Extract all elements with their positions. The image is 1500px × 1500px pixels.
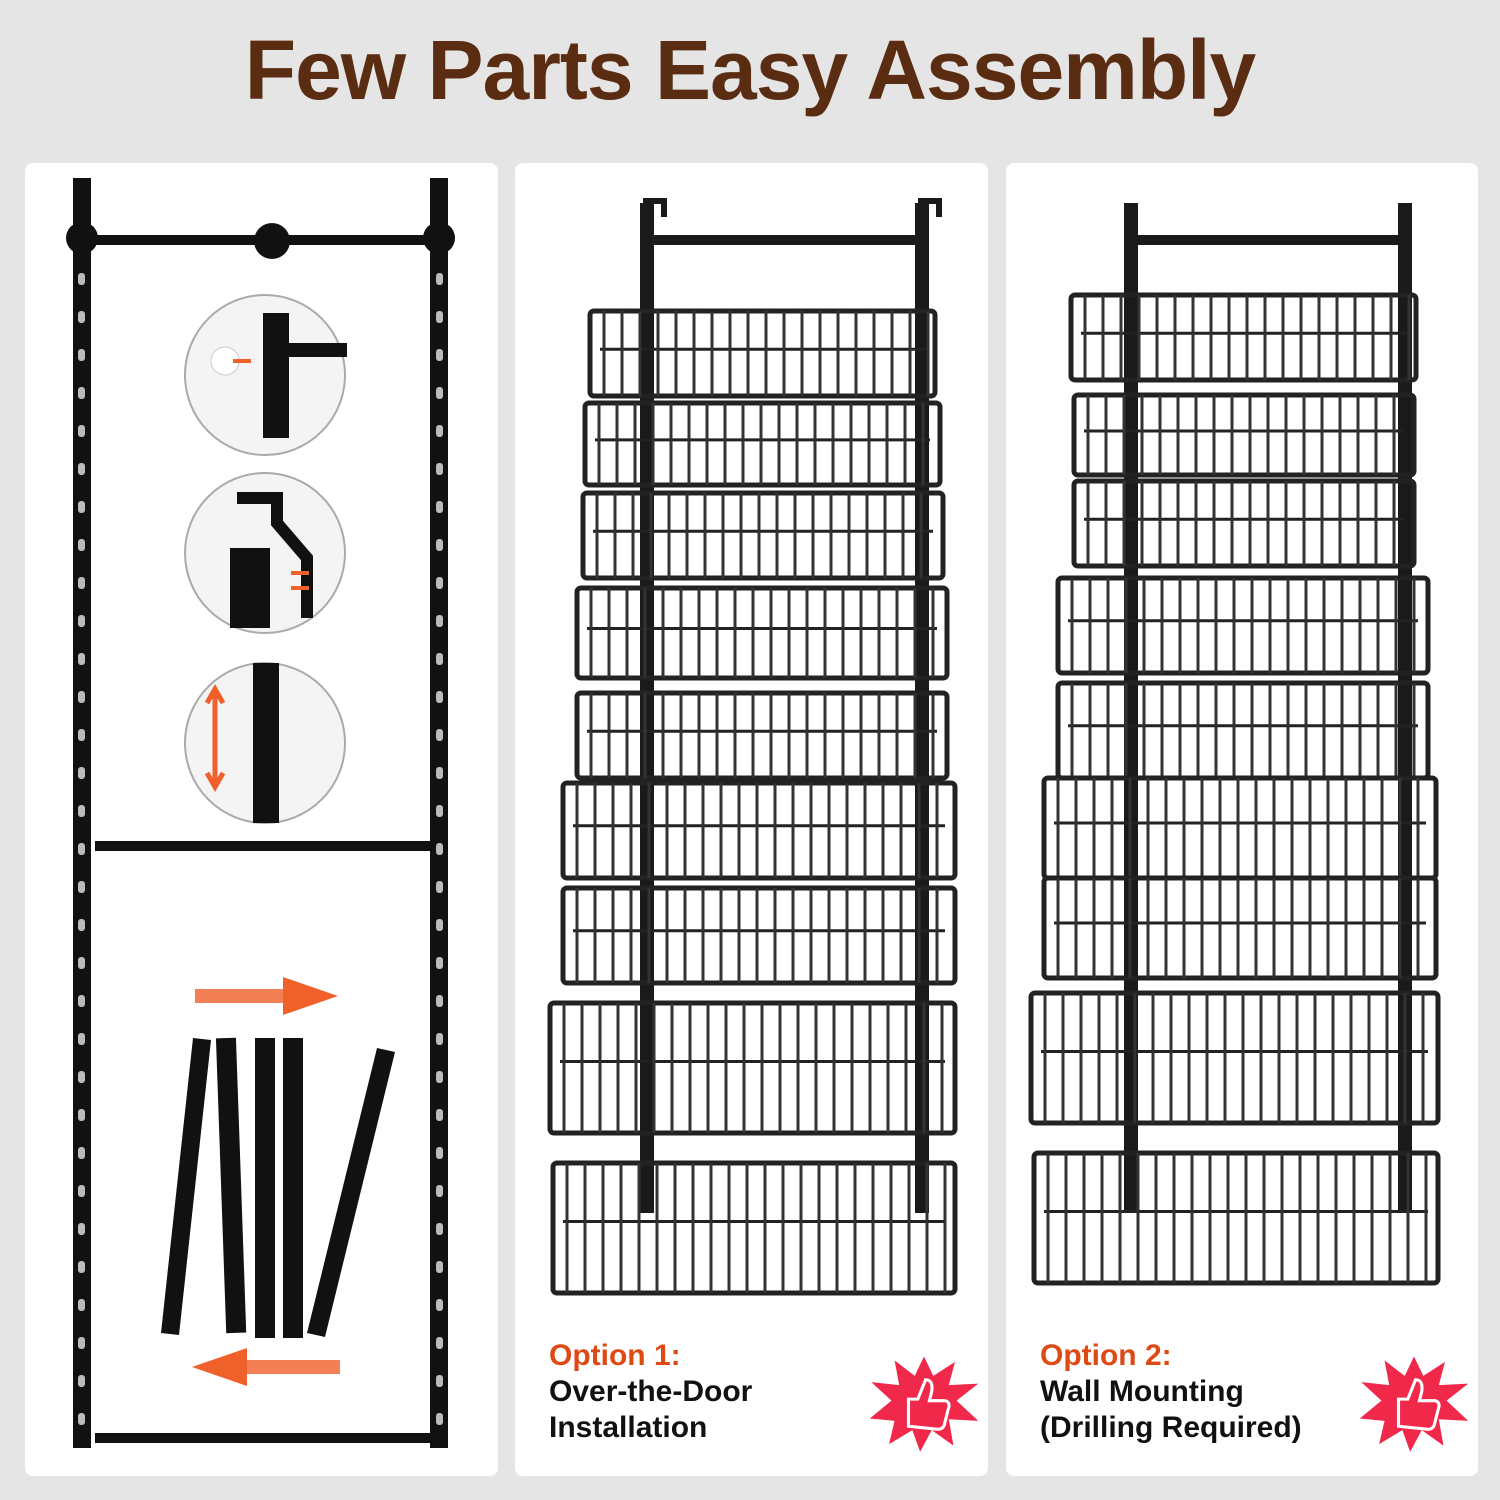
wire-basket: [1028, 990, 1441, 1126]
option-2-panel: Option 2: Wall Mounting (Drilling Requir…: [1006, 163, 1478, 1476]
option-2-caption: Option 2: Wall Mounting (Drilling Requir…: [1040, 1338, 1302, 1446]
thumbs-up-badge-icon: [1359, 1356, 1469, 1452]
page-title: Few Parts Easy Assembly: [244, 23, 1256, 117]
option-1-line-1: Over-the-Door: [549, 1375, 753, 1408]
option-1-label: Option 1:: [549, 1339, 681, 1372]
frame-parts-illustration: [66, 178, 455, 1448]
thumbs-up-badge-icon: [869, 1356, 979, 1452]
assembly-parts-panel: [25, 163, 498, 1476]
wall-anchor-detail-icon: [184, 294, 347, 456]
option-2-line-1: Wall Mounting: [1040, 1375, 1244, 1408]
wire-basket: [1031, 1150, 1441, 1286]
wire-basket: [560, 780, 958, 881]
wire-basket: [1055, 575, 1431, 676]
option-2-label: Option 2:: [1040, 1339, 1172, 1372]
slide-left-arrow-icon: [192, 1348, 340, 1386]
side-rail-pieces: [161, 1037, 395, 1338]
wire-basket: [560, 885, 958, 986]
wire-basket: [580, 490, 946, 581]
wire-basket: [587, 308, 938, 399]
height-adjust-detail-icon: [184, 662, 346, 824]
over-the-door-rack-illustration: [547, 198, 958, 1296]
option-1-panel: Option 1: Over-the-Door Installation: [515, 163, 988, 1476]
slide-right-arrow-icon: [195, 977, 338, 1015]
wire-basket: [550, 1160, 958, 1296]
wire-basket: [1071, 478, 1417, 569]
wire-basket: [1068, 292, 1419, 383]
wire-basket: [1041, 775, 1439, 881]
wire-basket: [1071, 392, 1417, 478]
wire-basket: [574, 690, 950, 781]
option-2-line-2: (Drilling Required): [1040, 1411, 1302, 1444]
wire-basket: [1055, 680, 1431, 781]
door-hook-detail-icon: [184, 472, 346, 634]
wall-mounted-rack-illustration: [1028, 203, 1441, 1286]
wire-basket: [582, 400, 943, 488]
option-1-line-2: Installation: [549, 1411, 708, 1444]
wire-basket: [574, 585, 950, 681]
option-1-caption: Option 1: Over-the-Door Installation: [549, 1338, 752, 1446]
wire-basket: [1041, 875, 1439, 981]
wire-basket: [547, 1000, 958, 1136]
